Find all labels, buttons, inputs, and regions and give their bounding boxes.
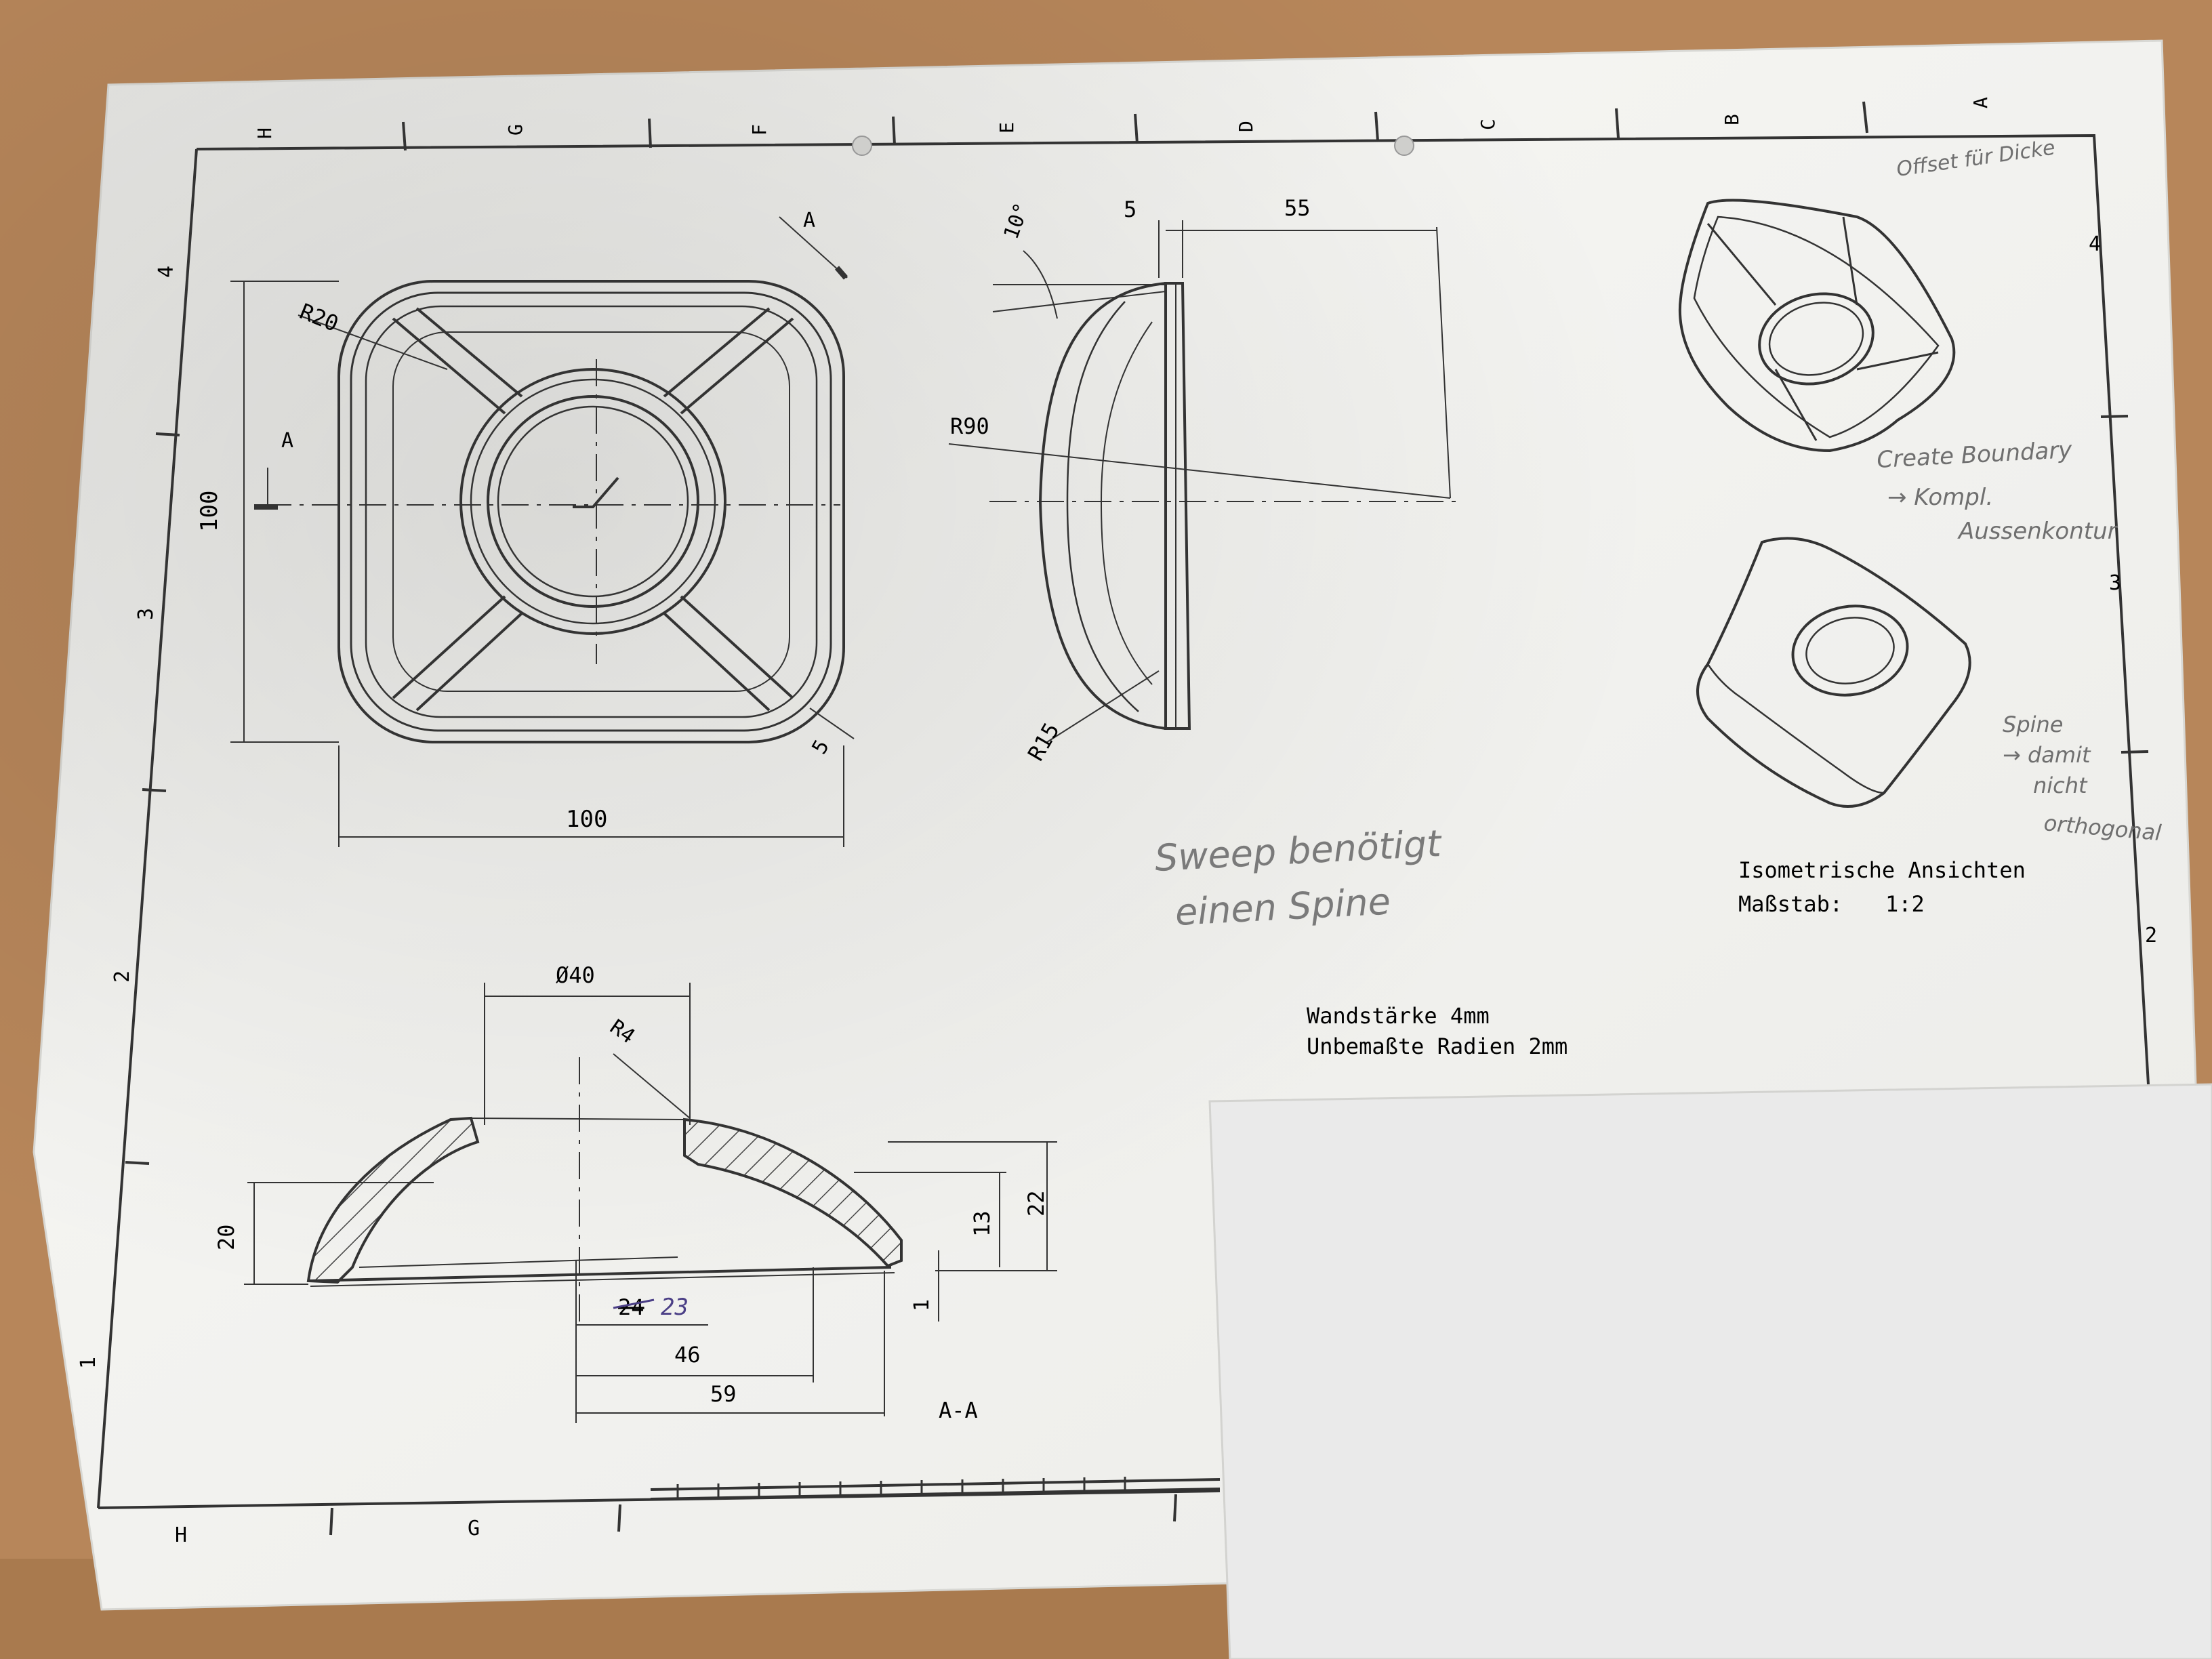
hand-spine-2: → damit [2003, 742, 2091, 768]
dim-59: 59 [710, 1381, 737, 1407]
dim-width-100: 100 [566, 806, 607, 833]
scale-label: Maßstab: [1738, 891, 1843, 917]
frame-number: 3 [2109, 571, 2121, 595]
frame-letter: G [468, 1517, 480, 1540]
section-view [244, 983, 1057, 1423]
dim-46: 46 [674, 1342, 701, 1368]
hand-boundary-2: → Kompl. [1887, 484, 1993, 511]
frame-letter: H [253, 127, 276, 139]
punch-hole-icon [852, 136, 872, 156]
isometric-view-bottom [1696, 537, 1971, 808]
frame-letter: F [748, 124, 771, 136]
dim-side-5: 5 [1124, 197, 1136, 222]
dim-20: 20 [213, 1224, 239, 1250]
hand-spine-3: nicht [2033, 773, 2088, 798]
section-label-a-left: A [281, 429, 293, 453]
punch-hole-icon [1394, 136, 1414, 156]
radii-note: Unbemaßte Radien 2mm [1307, 1033, 1568, 1059]
frame-letter: H [175, 1523, 187, 1547]
dim-height-100: 100 [196, 491, 223, 532]
frame-number: 4 [2089, 232, 2101, 256]
side-view [948, 220, 1464, 743]
wall-thickness-note: Wandstärke 4mm [1307, 1003, 1490, 1029]
hand-boundary-3: Aussenkontur [1957, 518, 2118, 545]
frame-letter: D [1235, 121, 1257, 132]
frame-letter: B [1721, 114, 1743, 125]
frame-number: 3 [134, 608, 158, 620]
top-view [230, 216, 855, 847]
frame-letter: A [1969, 97, 1992, 108]
dim-13: 13 [969, 1210, 995, 1237]
section-label-a-top: A [803, 209, 815, 232]
section-label-aa: A-A [939, 1397, 978, 1423]
hand-spine-1: Spine [2003, 712, 2063, 737]
frame-letter: E [996, 122, 1018, 134]
isometric-view-top [1678, 199, 1956, 453]
dim-22: 22 [1023, 1190, 1049, 1216]
blank-paper-sheet [1208, 1083, 2212, 1659]
frame-letter: G [504, 124, 527, 136]
frame-number: 2 [110, 970, 134, 983]
frame-letter: C [1477, 119, 1499, 130]
dim-1: 1 [910, 1299, 934, 1311]
dim-23-handwritten: 23 [661, 1294, 689, 1321]
dim-diameter-40: Ø40 [556, 962, 595, 988]
iso-title: Isometrische Ansichten [1738, 857, 2026, 883]
dim-side-55: 55 [1284, 195, 1311, 221]
frame-number: 1 [77, 1357, 100, 1369]
frame-number: 4 [155, 266, 178, 278]
frame-number: 2 [2145, 924, 2157, 947]
dim-r90: R90 [950, 413, 989, 439]
drawing-frame [97, 101, 2150, 1536]
scale-value: 1:2 [1885, 891, 1925, 917]
dim-24-struck: 24 [618, 1294, 644, 1320]
